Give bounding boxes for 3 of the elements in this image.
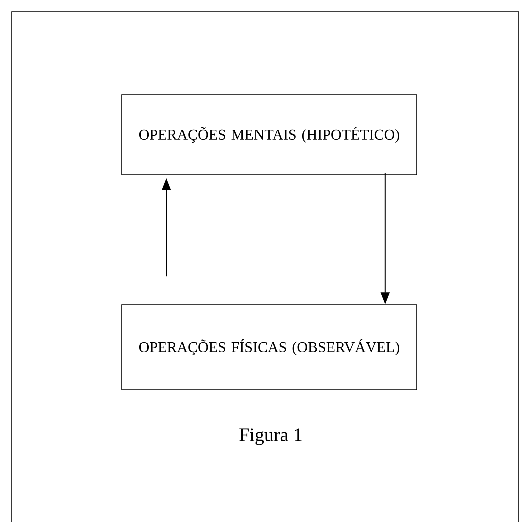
caption: Figura 1	[240, 428, 302, 446]
text-box: OPERAÇÕES FÍSICAS (OBSERVÁVEL)	[122, 304, 418, 390]
text-box: OPERAÇÕES MENTAIS (HIPOTÉTICO)	[122, 94, 418, 176]
